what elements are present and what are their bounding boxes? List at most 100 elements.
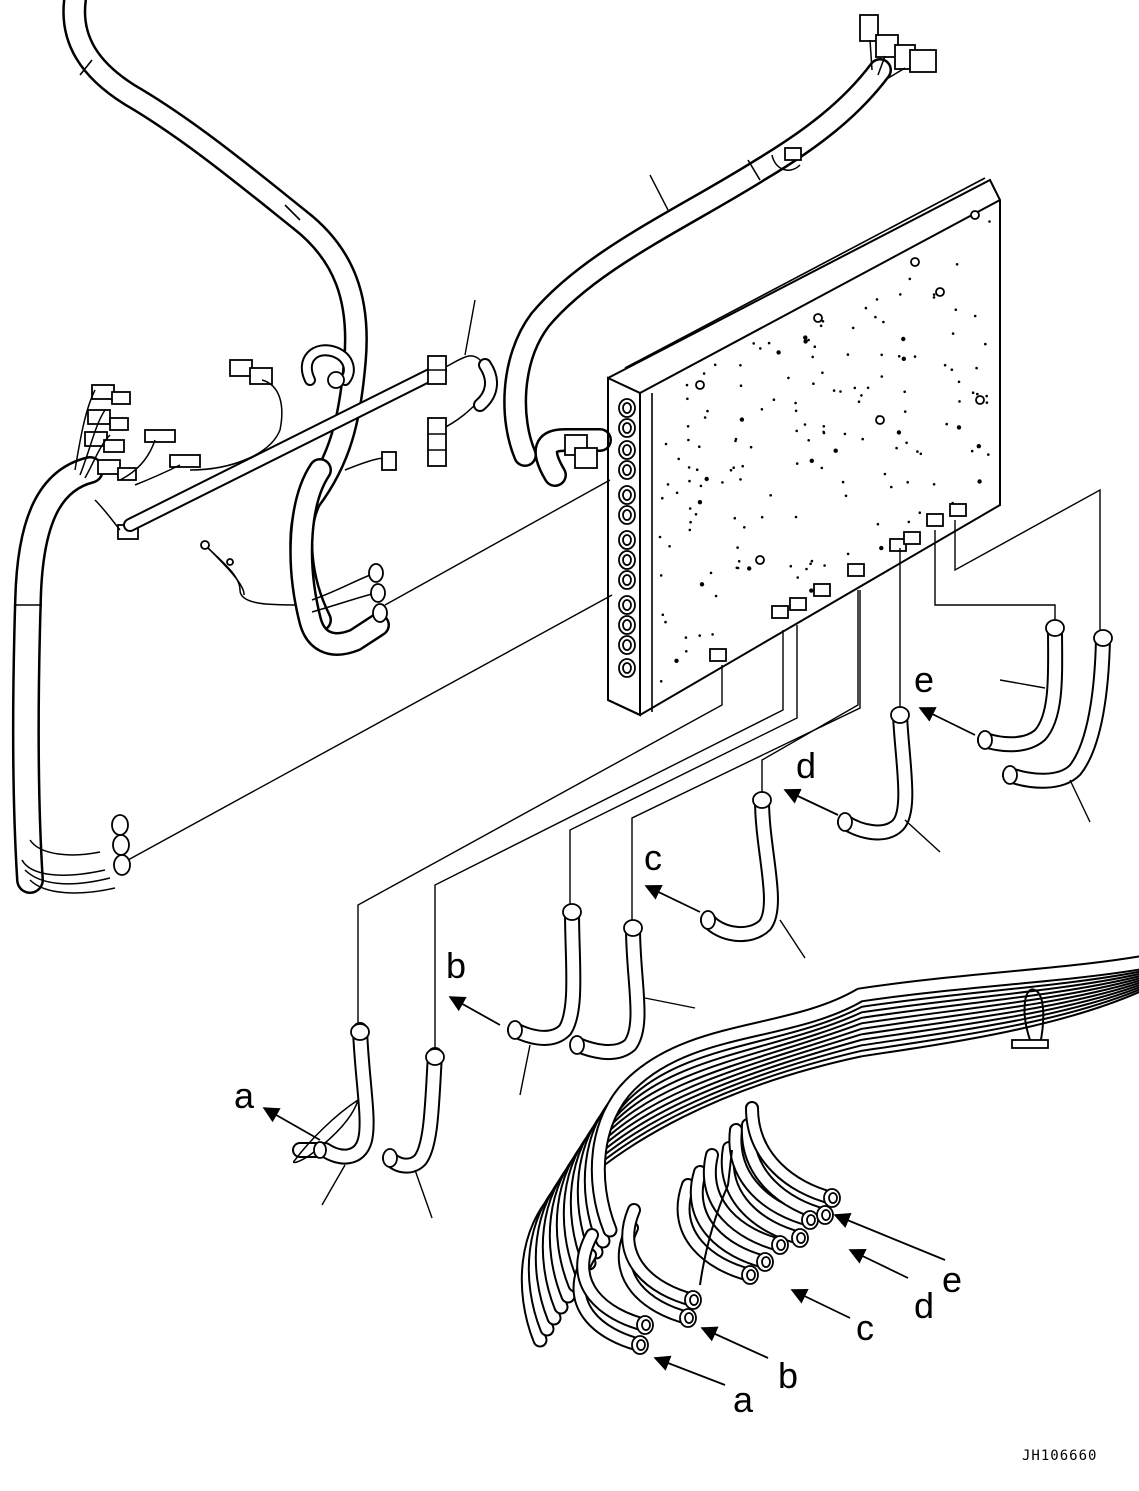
board-dot bbox=[658, 535, 662, 539]
board-dot bbox=[741, 464, 744, 468]
harness-branch-fill bbox=[722, 1143, 805, 1243]
hose-c bbox=[700, 791, 779, 943]
board-bolt bbox=[813, 313, 823, 323]
board-dot bbox=[733, 516, 737, 520]
board-dot bbox=[704, 476, 709, 482]
board-bolt bbox=[755, 555, 765, 565]
side-port-inner bbox=[622, 509, 632, 521]
callout-label-e-lower: e bbox=[942, 1259, 962, 1300]
bottom-port bbox=[926, 513, 944, 527]
board-dot bbox=[844, 494, 848, 498]
board-dot bbox=[970, 449, 974, 453]
board-dot bbox=[709, 571, 713, 575]
board-dot bbox=[880, 353, 883, 357]
harness-clamp-bracket bbox=[1011, 1039, 1049, 1049]
board-dot bbox=[876, 522, 880, 526]
board-dot bbox=[985, 394, 988, 398]
harness-fitting-inner bbox=[746, 1269, 756, 1281]
board-dot bbox=[706, 409, 709, 413]
callout-label-a-upper: a bbox=[234, 1075, 255, 1116]
board-dot bbox=[664, 620, 667, 624]
board-dot bbox=[794, 409, 798, 413]
board-dot bbox=[971, 391, 975, 395]
board-dot bbox=[903, 390, 906, 394]
bottom-port bbox=[949, 503, 967, 517]
bottom-port bbox=[813, 583, 831, 597]
board-dot bbox=[729, 468, 733, 472]
leader-mid-fittings bbox=[384, 479, 611, 606]
top-cable bbox=[503, 14, 937, 487]
board-dot bbox=[821, 371, 824, 375]
board-dot bbox=[899, 293, 902, 296]
board-dot bbox=[688, 507, 692, 510]
leader-lower-left-fittings bbox=[127, 594, 613, 861]
board-dot bbox=[943, 363, 947, 367]
board-dot bbox=[901, 336, 906, 342]
hose-e1 bbox=[977, 619, 1065, 753]
board-dot bbox=[958, 400, 961, 403]
board-dot bbox=[851, 326, 855, 330]
hose-a bbox=[292, 1022, 375, 1165]
board-bolt bbox=[875, 415, 885, 425]
harness-fitting-inner bbox=[806, 1214, 816, 1226]
side-port-inner bbox=[622, 599, 632, 611]
board-dot bbox=[661, 613, 665, 617]
side-port-inner bbox=[622, 444, 632, 456]
bottom-port bbox=[789, 597, 807, 611]
board-dot bbox=[789, 564, 793, 568]
board-dot bbox=[697, 500, 703, 505]
board-dot bbox=[897, 355, 901, 358]
board-dot bbox=[686, 397, 689, 401]
board-dot bbox=[711, 633, 714, 636]
board-dot bbox=[702, 372, 706, 375]
harness-branch-fill bbox=[705, 1150, 785, 1250]
controller-tie-harness bbox=[123, 344, 498, 532]
bottom-port bbox=[903, 531, 921, 545]
board-dot bbox=[883, 472, 887, 476]
board-dot bbox=[811, 355, 814, 359]
board-dot bbox=[822, 431, 826, 435]
board-dot bbox=[905, 441, 908, 445]
hose-e2 bbox=[1002, 629, 1113, 789]
board-dot bbox=[675, 491, 679, 495]
board-dot bbox=[875, 298, 879, 301]
board-dot bbox=[666, 483, 670, 486]
controller-side-ports bbox=[618, 398, 636, 678]
board-dot bbox=[749, 445, 753, 449]
board-dot bbox=[823, 564, 826, 567]
board-dot bbox=[901, 356, 906, 361]
board-bolt bbox=[910, 257, 920, 267]
board-dot bbox=[977, 479, 982, 484]
board-dot bbox=[864, 306, 868, 310]
board-dot bbox=[677, 457, 680, 461]
bottom-port bbox=[847, 563, 865, 577]
board-dot bbox=[880, 375, 884, 378]
board-dot bbox=[803, 335, 808, 340]
leader-tie-harness bbox=[464, 299, 476, 356]
board-dot bbox=[809, 458, 814, 463]
board-dot bbox=[767, 341, 771, 345]
board-dot bbox=[659, 574, 663, 577]
board-dot bbox=[988, 220, 991, 223]
board-dot bbox=[735, 566, 739, 570]
board-dot bbox=[698, 634, 701, 637]
board-dot bbox=[760, 515, 764, 519]
board-dot bbox=[769, 494, 772, 497]
board-dot bbox=[841, 480, 845, 484]
board-dot bbox=[945, 422, 948, 426]
left-main-harness bbox=[11, 0, 368, 894]
callout-label-b-upper: b bbox=[446, 945, 466, 986]
board-dot bbox=[956, 425, 962, 430]
board-dot bbox=[699, 582, 705, 587]
board-dot bbox=[890, 485, 893, 489]
board-dot bbox=[699, 484, 703, 488]
board-dot bbox=[739, 364, 742, 367]
board-dot bbox=[685, 383, 689, 387]
board-dot bbox=[688, 479, 691, 483]
harness-fitting-inner bbox=[776, 1239, 786, 1251]
board-dot bbox=[954, 308, 958, 312]
mid-lower-harness bbox=[289, 458, 390, 656]
board-dot bbox=[860, 394, 863, 397]
harness-fitting-inner bbox=[641, 1319, 651, 1331]
